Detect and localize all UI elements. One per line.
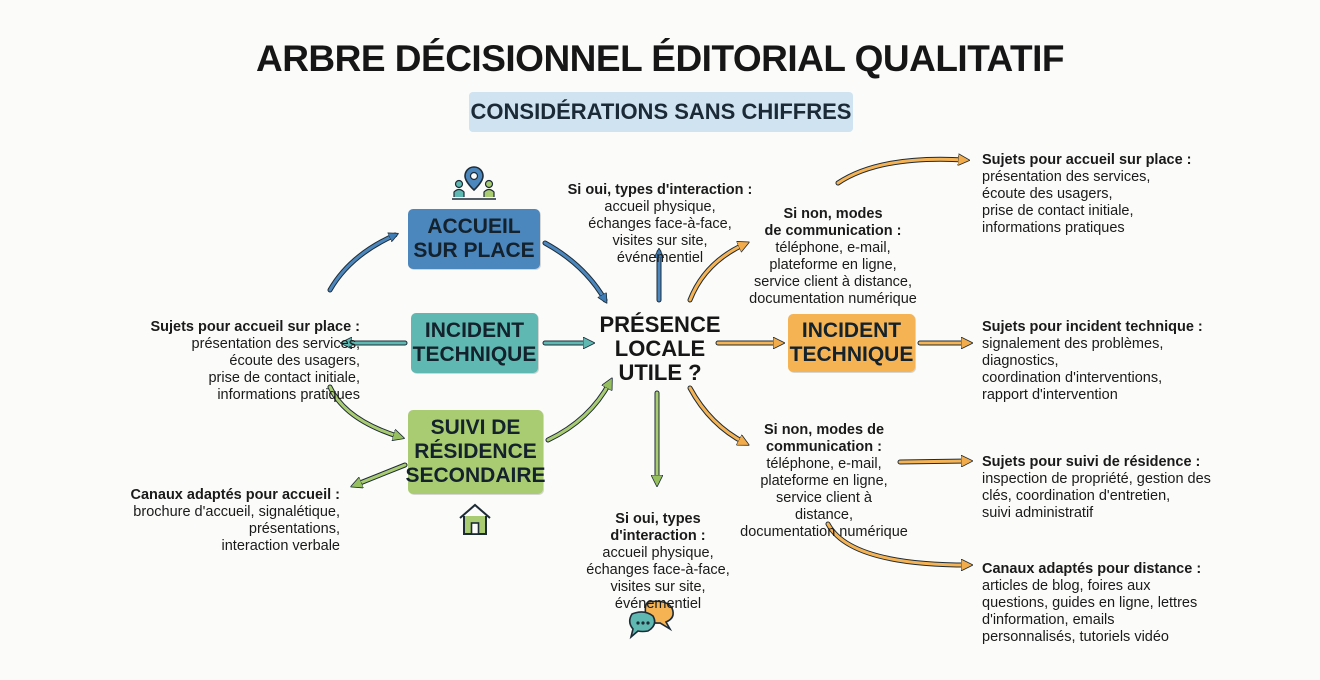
top-oui-text: Si oui, types d'interaction :accueil phy…: [567, 182, 753, 266]
node-incident-technique-right: INCIDENT TECHNIQUE: [788, 314, 915, 372]
left-canaux-text: Canaux adaptés pour accueil :brochure d'…: [130, 487, 340, 554]
chat-bubbles-icon: [628, 600, 674, 640]
right-incident-text: Sujets pour incident technique :signalem…: [982, 319, 1203, 403]
right-canaux-text: Canaux adaptés pour distance :articles d…: [982, 561, 1202, 645]
bottom-non-text: Si non, modes de communication :téléphon…: [740, 422, 908, 540]
left-sujets-text: Sujets pour accueil sur place :présentat…: [150, 319, 360, 403]
bottom-oui-text: Si oui, types d'interaction :accueil phy…: [586, 511, 730, 612]
right-suivi-text: Sujets pour suivi de résidence :inspecti…: [982, 454, 1211, 521]
subtitle-banner: CONSIDÉRATIONS SANS CHIFFRES: [469, 92, 853, 132]
page-title: ARBRE DÉCISIONNEL ÉDITORIAL QUALITATIF: [255, 38, 1065, 79]
node-incident-technique-left: INCIDENT TECHNIQUE: [411, 313, 538, 373]
node-suivi-residence: SUIVI DE RÉSIDENCE SECONDAIRE: [405, 410, 546, 494]
center-question: PRÉSENCE LOCALE UTILE ?: [599, 312, 721, 385]
house-icon: [459, 503, 491, 535]
top-non-text: Si non, modes de communication :téléphon…: [749, 206, 917, 307]
right-accueil-text: Sujets pour accueil sur place :présentat…: [982, 152, 1192, 236]
location-people-icon: [452, 166, 496, 200]
node-accueil-sur-place: ACCUEIL SUR PLACE: [408, 209, 540, 269]
